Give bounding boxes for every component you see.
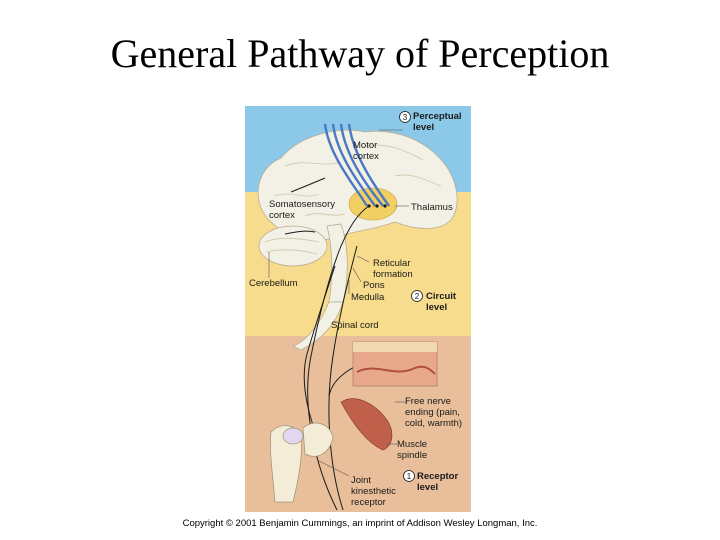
skin-tissue bbox=[352, 341, 438, 387]
circuit-level-badge: 2 bbox=[411, 290, 423, 302]
motor-tracts bbox=[323, 123, 390, 207]
free-nerve-ending-label-2: ending (pain, bbox=[405, 407, 460, 418]
medulla-label: Medulla bbox=[351, 292, 385, 303]
joint-fig bbox=[270, 422, 334, 503]
perceptual-level-badge: 3 bbox=[399, 111, 411, 123]
somatosensory-cortex-label-2: cortex bbox=[269, 210, 295, 221]
receptor-level-label: Receptor bbox=[417, 471, 458, 482]
reticular-formation-label: Reticular bbox=[373, 258, 411, 269]
joint-receptor-label-3: receptor bbox=[351, 497, 386, 508]
svg-text:2: 2 bbox=[415, 292, 420, 301]
circuit-level-label: Circuit bbox=[426, 291, 457, 302]
muscle-spindle-label-2: spindle bbox=[397, 450, 427, 461]
slide-title: General Pathway of Perception bbox=[110, 31, 610, 76]
svg-text:3: 3 bbox=[403, 113, 408, 122]
spinal-cord bbox=[291, 301, 344, 351]
pons-label: Pons bbox=[363, 280, 385, 291]
svg-text:1: 1 bbox=[407, 472, 412, 481]
reticular-formation-label-2: formation bbox=[373, 269, 413, 280]
joint-receptor-label: Joint bbox=[351, 475, 371, 486]
receptor-level-badge: 1 bbox=[403, 470, 415, 482]
perceptual-level-label: Perceptual bbox=[413, 111, 462, 122]
muscle-spindle-fig bbox=[340, 398, 393, 451]
ascending-pathways bbox=[284, 177, 406, 511]
perception-pathway-diagram: 3 Perceptual level 2 Circuit level 1 Rec… bbox=[245, 106, 471, 512]
cerebellum-label: Cerebellum bbox=[249, 278, 298, 289]
spinal-cord-label: Spinal cord bbox=[331, 320, 379, 331]
copyright-notice: Copyright © 2001 Benjamin Cummings, an i… bbox=[182, 518, 538, 529]
free-nerve-ending-label-3: cold, warmth) bbox=[405, 418, 462, 429]
circuit-level-label-2: level bbox=[426, 302, 447, 313]
perceptual-level-label-2: level bbox=[413, 122, 434, 133]
thalamus-label: Thalamus bbox=[411, 202, 453, 213]
receptor-level-label-2: level bbox=[417, 482, 438, 493]
motor-cortex-label: Motor bbox=[353, 140, 377, 151]
cerebellum bbox=[258, 225, 328, 267]
joint-receptor-label-2: kinesthetic bbox=[351, 486, 396, 497]
free-nerve-ending-label: Free nerve bbox=[405, 396, 451, 407]
somatosensory-cortex-label: Somatosensory bbox=[269, 199, 335, 210]
motor-cortex-label-2: cortex bbox=[353, 151, 379, 162]
muscle-spindle-label: Muscle bbox=[397, 439, 427, 450]
